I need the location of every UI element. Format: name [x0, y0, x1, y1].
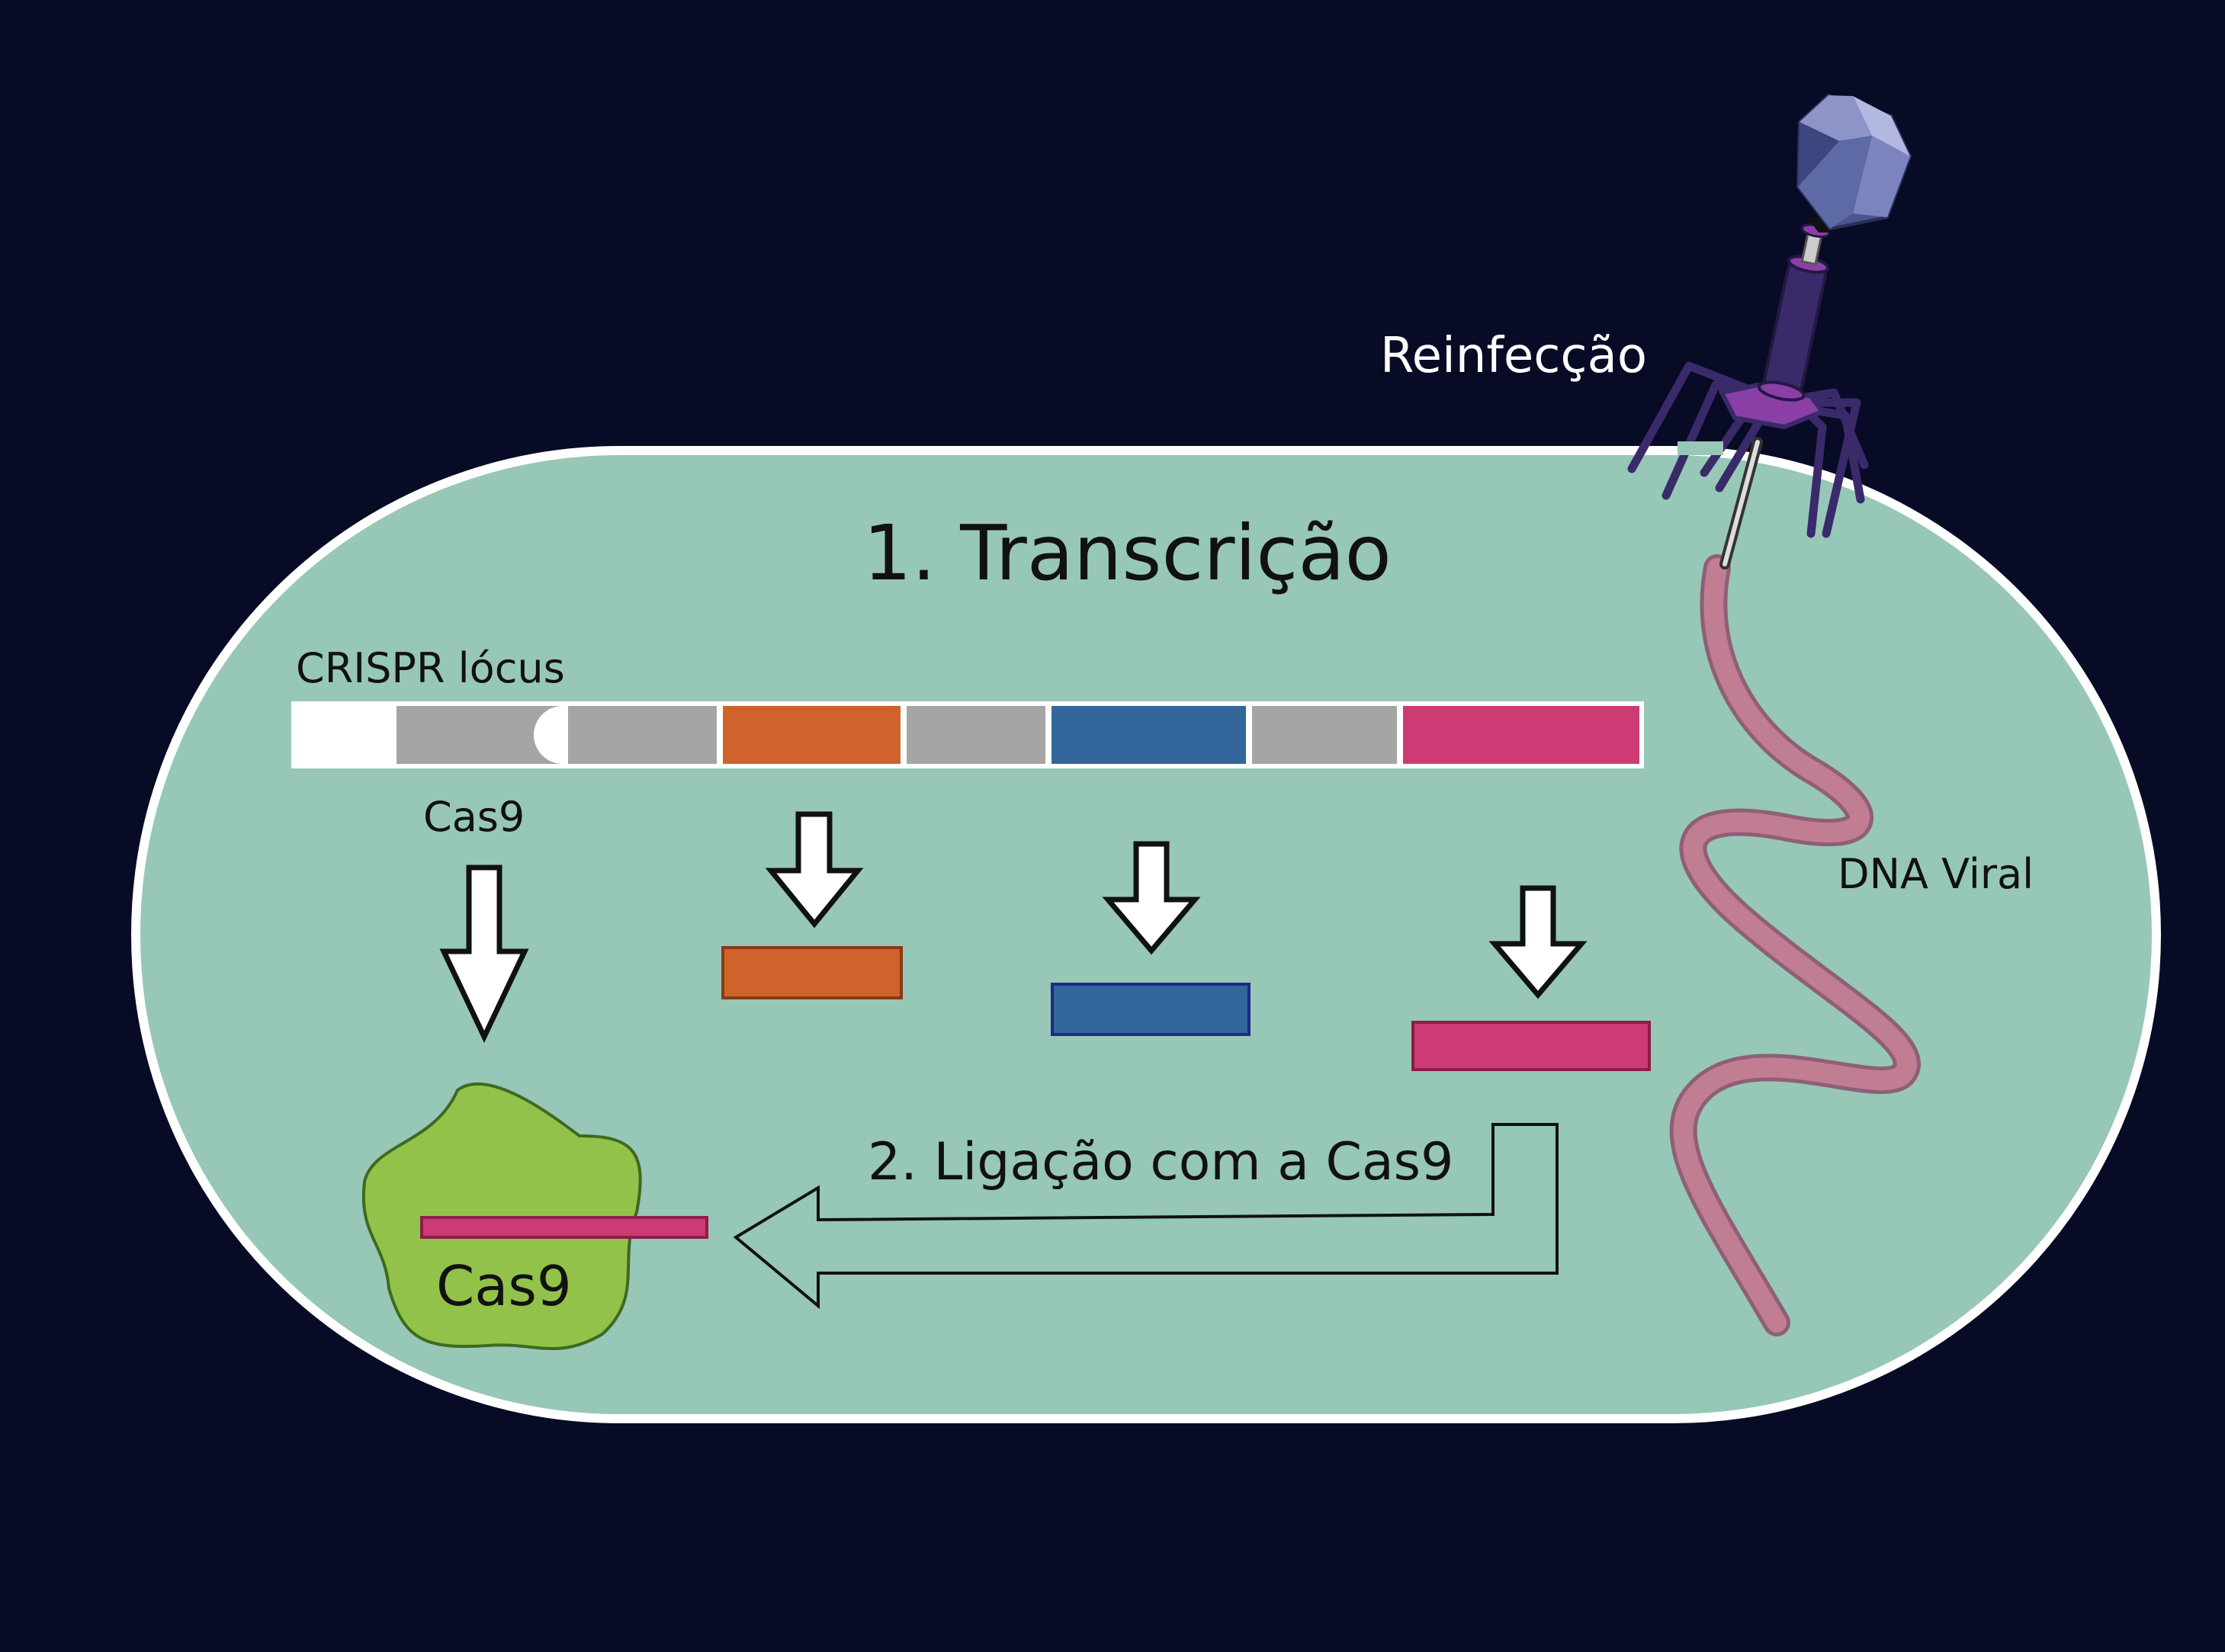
crispr-locus-label: CRISPR lócus — [296, 644, 565, 692]
viral-dna-label: DNA Viral — [1838, 850, 2034, 898]
cas9-bound-crrna — [420, 1216, 708, 1239]
crrna-pink — [1411, 1021, 1651, 1071]
binding-arrow — [733, 1123, 1559, 1310]
reinfection-label: Reinfecção — [1380, 328, 1647, 384]
down-arrow-icon — [439, 864, 529, 1044]
crispr-locus — [291, 701, 1644, 768]
locus-spacer-orange — [723, 706, 901, 764]
crrna-blue — [1051, 983, 1251, 1036]
cas9-gene-label: Cas9 — [423, 793, 525, 841]
crrna-orange — [721, 946, 903, 999]
step2-label: 2. Ligação com a Cas9 — [868, 1132, 1453, 1192]
bacteriophage-icon — [1627, 93, 1912, 569]
locus-repeat — [1252, 706, 1397, 764]
locus-repeat — [568, 706, 717, 764]
down-arrow-icon — [1488, 885, 1588, 999]
locus-leader — [296, 706, 393, 764]
down-arrow-icon — [1102, 841, 1201, 955]
cas9-protein-label: Cas9 — [436, 1254, 572, 1318]
locus-spacer-blue — [1051, 706, 1246, 764]
down-arrow-icon — [765, 811, 864, 929]
locus-spacer-pink — [1403, 706, 1639, 764]
step1-title: 1. Transcrição — [863, 508, 1392, 598]
locus-repeat — [907, 706, 1045, 764]
